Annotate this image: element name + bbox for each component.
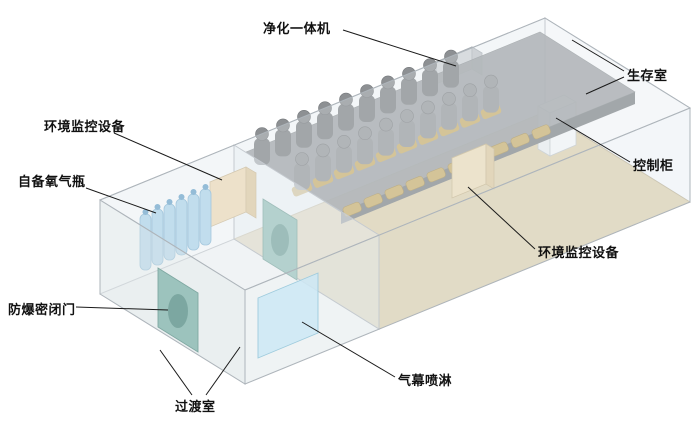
label-oxygen-cylinders: 自备氧气瓶: [18, 175, 86, 190]
leader-survival-room-2: [585, 76, 625, 95]
env-monitor-device-left: [209, 166, 257, 228]
label-air-curtain: 气幕喷淋: [398, 374, 453, 389]
label-explosion-door: 防爆密闭门: [8, 303, 76, 318]
leader-env-monitor-left: [113, 132, 223, 181]
seated-figures-front-row: [291, 74, 502, 197]
label-env-monitor-right: 环境监控设备: [538, 246, 620, 261]
leader-transition-room-2: [205, 346, 241, 396]
label-purifier: 净化一体机: [263, 22, 331, 37]
leader-purifier: [342, 29, 457, 67]
label-env-monitor-left: 环境监控设备: [44, 120, 126, 135]
leader-survival-room-1: [571, 39, 625, 72]
leader-lines: [75, 29, 631, 396]
label-control-cabinet: 控制柜: [633, 159, 674, 174]
explosion-door-window: [168, 294, 188, 328]
partition-door-window: [271, 224, 289, 256]
chamber-interior: [99, 31, 691, 385]
explosion-proof-door: [157, 267, 199, 353]
env-monitor-device-right: [451, 143, 495, 199]
partition-door: [262, 198, 298, 281]
label-transition-room: 过渡室: [175, 400, 216, 415]
leader-control-cabinet: [555, 117, 631, 163]
air-curtain-panel: [257, 272, 319, 359]
seated-figures-back-row: [254, 49, 459, 165]
leader-explosion-door: [75, 306, 169, 311]
leader-oxygen: [85, 187, 157, 214]
leader-env-monitor-right: [467, 186, 536, 250]
label-survival-room: 生存室: [627, 69, 668, 84]
leader-transition-room-1: [159, 349, 193, 396]
leader-air-curtain: [301, 321, 396, 378]
